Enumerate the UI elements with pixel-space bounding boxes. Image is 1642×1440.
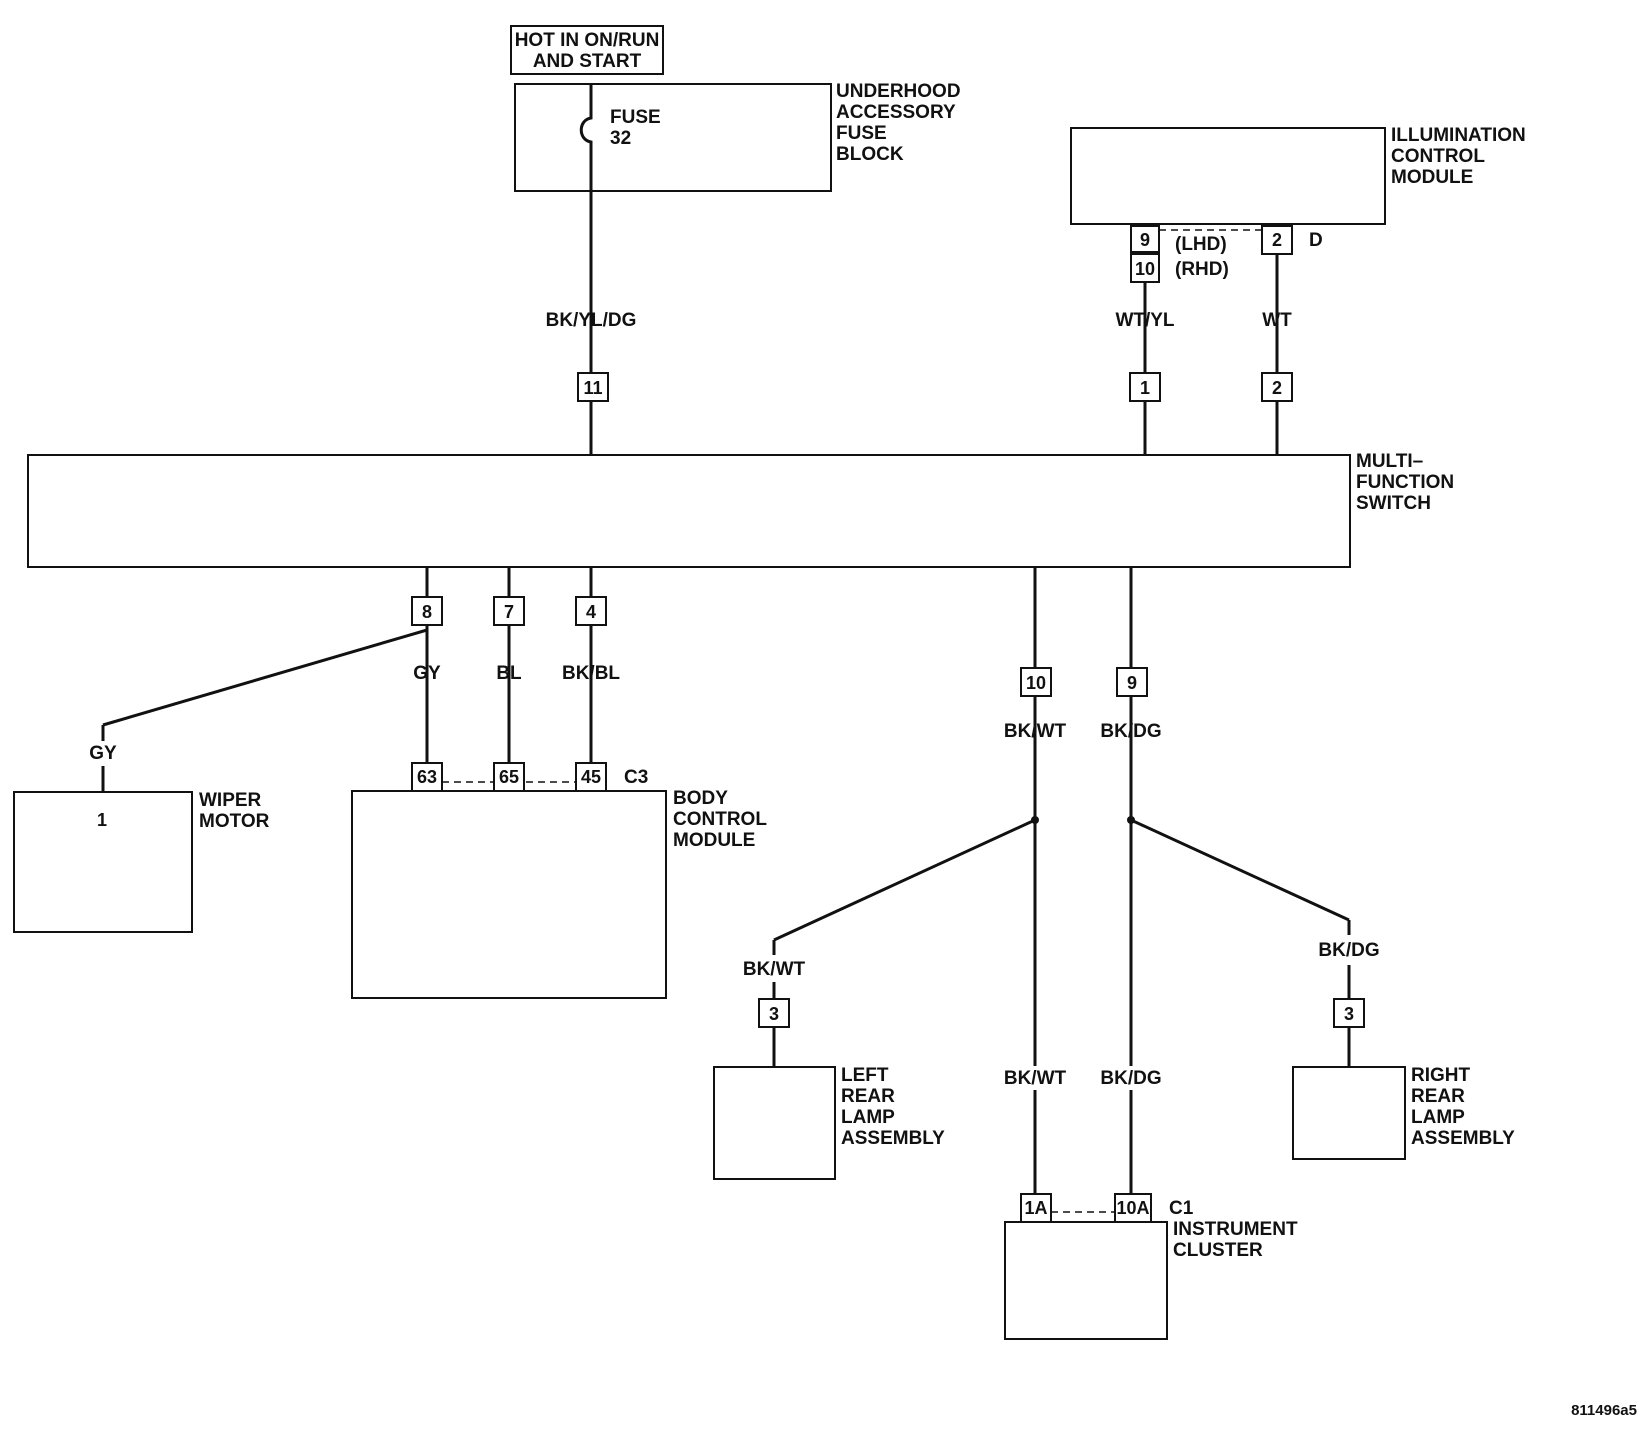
msw-pin-4: 4 [586, 602, 596, 622]
bcm-connector-c3: C3 [624, 767, 648, 788]
cluster-name-1: INSTRUMENT [1173, 1219, 1298, 1240]
msw-name-2: FUNCTION [1356, 472, 1454, 493]
left-lamp-name-1: LEFT [841, 1065, 889, 1086]
right-lamp-pin: 3 [1344, 1004, 1354, 1024]
wiper-motor-pin: 1 [97, 810, 107, 830]
left-lamp-name-2: REAR [841, 1086, 895, 1107]
left-lamp-pin: 3 [769, 1004, 779, 1024]
ill-pin-2: 2 [1272, 230, 1282, 250]
right-lamp-pin-box [1333, 998, 1365, 1028]
msw-pin-2-box [1261, 372, 1293, 402]
wire-label-bk-dg-top: BK/DG [1100, 721, 1161, 742]
msw-pin-9-box [1116, 667, 1148, 697]
fuse-block-name-1: UNDERHOOD [836, 81, 961, 102]
ill-pin-9: 9 [1140, 230, 1150, 250]
wire-label-bk-wt-left: BK/WT [743, 959, 806, 980]
msw-pin-8-box [411, 596, 443, 626]
wire-label-bk-bl: BK/BL [562, 663, 620, 684]
wire-label-bk-dg-right: BK/DG [1318, 940, 1379, 961]
figure-id: 811496a5 [1571, 1402, 1637, 1419]
msw-pin-10-box [1020, 667, 1052, 697]
bcm-pin-45: 45 [581, 767, 601, 787]
hot-label-line2: AND START [533, 51, 642, 72]
msw-name-3: SWITCH [1356, 493, 1431, 514]
ill-pin-9-box [1130, 225, 1160, 253]
wire-bk-dg-right [1130, 818, 1350, 922]
bcm-pin-65: 65 [499, 767, 519, 787]
ill-pin-10: 10 [1135, 259, 1155, 279]
wire-label-wt: WT [1262, 310, 1292, 331]
msw-pin-1: 1 [1140, 378, 1150, 398]
msw-pin-8: 8 [422, 602, 432, 622]
fuse-symbol [579, 84, 593, 191]
wire-bk-wt-left [773, 818, 1036, 942]
cluster-pin-1a: 1A [1024, 1198, 1047, 1218]
msw-pin-1-box [1129, 372, 1161, 402]
bcm-pin-63: 63 [417, 767, 437, 787]
wire-label-fuse-out: BK/YL/DG [546, 310, 637, 331]
ill-rhd-label: (RHD) [1175, 259, 1229, 280]
wire-label-gy-wiper: GY [89, 743, 117, 764]
msw-pin-4-box [575, 596, 607, 626]
msw-pin-7-box [493, 596, 525, 626]
wiper-motor-name-2: MOTOR [199, 811, 270, 832]
wire-label-bl: BL [496, 663, 522, 684]
right-lamp-name-1: RIGHT [1411, 1065, 1471, 1086]
bcm-name-3: MODULE [673, 830, 755, 851]
wire-label-gy: GY [413, 663, 441, 684]
illumination-name-1: ILLUMINATION [1391, 125, 1526, 146]
illumination-name-2: CONTROL [1391, 146, 1485, 167]
fuse-number: 32 [610, 128, 631, 149]
bcm-name-1: BODY [673, 788, 728, 809]
fuse-block-name-3: FUSE [836, 123, 887, 144]
left-rear-lamp-box [713, 1066, 836, 1180]
left-lamp-name-3: LAMP [841, 1107, 895, 1128]
right-lamp-name-3: LAMP [1411, 1107, 1465, 1128]
ill-connector-d: D [1309, 230, 1323, 251]
bcm-name-2: CONTROL [673, 809, 767, 830]
cluster-pin-10a: 10A [1116, 1198, 1149, 1218]
wire-label-bk-wt-cluster: BK/WT [1004, 1068, 1067, 1089]
msw-pin-9: 9 [1127, 673, 1137, 693]
fuse-block-name-4: BLOCK [836, 144, 904, 165]
wiper-motor-name-1: WIPER [199, 790, 262, 811]
illumination-name-3: MODULE [1391, 167, 1473, 188]
cluster-connector-c1: C1 [1169, 1198, 1194, 1219]
hot-label-line1: HOT IN ON/RUN [515, 30, 660, 51]
right-rear-lamp-box [1292, 1066, 1406, 1160]
multifunction-switch-box [27, 454, 1351, 568]
instrument-cluster-box [1004, 1221, 1168, 1340]
right-lamp-name-4: ASSEMBLY [1411, 1128, 1515, 1149]
wire-label-bk-dg-cluster: BK/DG [1100, 1068, 1161, 1089]
msw-pin-11: 11 [583, 378, 602, 398]
wire-label-bk-wt-top: BK/WT [1004, 721, 1067, 742]
fuse-label: FUSE [610, 107, 661, 128]
cluster-name-2: CLUSTER [1173, 1240, 1263, 1261]
wire-label-wt-yl: WT/YL [1115, 310, 1174, 331]
left-lamp-pin-box [758, 998, 790, 1028]
body-control-module-box [351, 790, 667, 999]
wire-label-bg-1 [1000, 1066, 1070, 1090]
msw-pin-11-box [577, 372, 609, 402]
fuse-block-name-2: ACCESSORY [836, 102, 956, 123]
ill-lhd-label: (LHD) [1175, 234, 1227, 255]
bcm-pin-45-box [575, 762, 607, 792]
msw-pin-2: 2 [1272, 378, 1282, 398]
bcm-pin-65-box [493, 762, 525, 792]
msw-pin-10: 10 [1026, 673, 1046, 693]
hot-label-box [510, 25, 664, 75]
cluster-pin-10a-box [1114, 1193, 1152, 1223]
wire-label-bg-2 [1096, 1066, 1166, 1090]
right-lamp-name-2: REAR [1411, 1086, 1465, 1107]
ill-pin-10-box [1130, 253, 1160, 283]
wiper-motor-box [13, 791, 193, 933]
wire-gy-wiper [102, 628, 428, 727]
msw-pin-7: 7 [504, 602, 514, 622]
msw-name-1: MULTI– [1356, 451, 1423, 472]
fuse-block-box [514, 83, 832, 192]
left-lamp-name-4: ASSEMBLY [841, 1128, 945, 1149]
illumination-module-box [1070, 127, 1386, 225]
